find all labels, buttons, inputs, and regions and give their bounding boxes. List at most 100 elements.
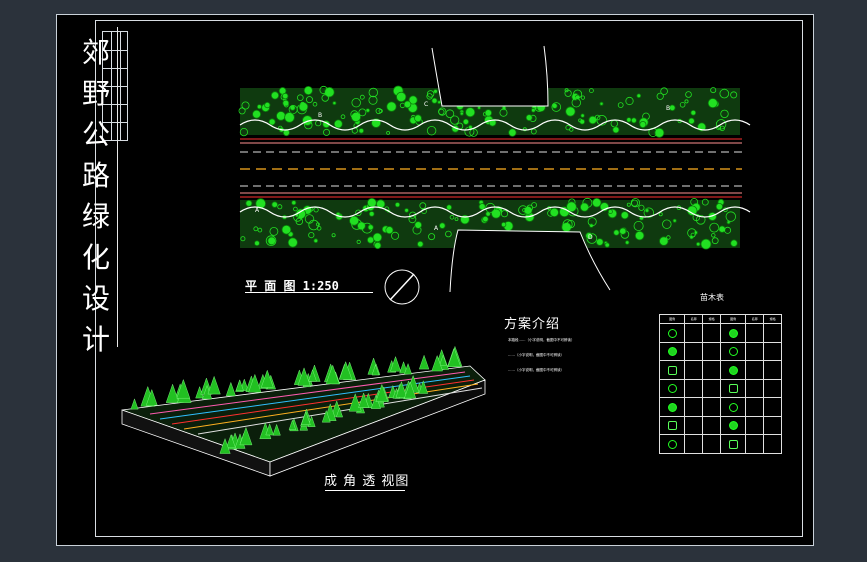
- scheme-paragraph: ……（小字说明，截图中不可辨读）: [508, 353, 564, 357]
- tree-symbol: [375, 383, 389, 402]
- shrub-symbol: [403, 100, 412, 109]
- shrub-symbol: [340, 114, 346, 119]
- shrub-symbol: [660, 87, 668, 95]
- shrub-symbol: [426, 93, 433, 100]
- shrub-symbol: [356, 239, 361, 244]
- shrub-symbol: [359, 94, 365, 100]
- shrub-symbol: [491, 208, 502, 219]
- perspective-view-underline: [325, 490, 405, 491]
- shrub-symbol: [596, 115, 608, 126]
- scheme-description: 本路段……（小字说明，截图中不可辨读） ……（小字说明，截图中不可辨读） ……（…: [500, 336, 650, 381]
- shrub-symbol: [391, 231, 400, 240]
- table-header-cell: 名称: [684, 313, 704, 325]
- shrub-symbol: [573, 89, 583, 99]
- tree-symbol: [395, 381, 408, 398]
- shrub-symbol: [426, 90, 435, 98]
- scheme-paragraph: 本路段……（小字说明，截图中不可辨读）: [508, 338, 575, 342]
- shrub-symbol: [499, 108, 508, 117]
- tree-symbol: [219, 438, 231, 454]
- shrub-symbol: [267, 236, 277, 246]
- tree-symbol: [358, 392, 370, 408]
- plant-legend-icon: [728, 402, 738, 412]
- plant-legend-icon: [728, 439, 738, 449]
- shrub-symbol: [630, 198, 641, 208]
- shrub-symbol: [386, 101, 397, 112]
- shrub-symbol: [287, 237, 298, 248]
- shrub-symbol: [696, 241, 701, 247]
- shrub-symbol: [386, 130, 391, 135]
- shrub-symbol: [695, 215, 706, 225]
- shrub-symbol: [620, 211, 629, 220]
- shrub-symbol: [281, 224, 292, 235]
- shrub-symbol: [349, 215, 360, 226]
- tree-symbol: [145, 388, 158, 406]
- shrub-symbol: [454, 217, 459, 222]
- table-row: [658, 415, 782, 436]
- shrub-symbol: [253, 226, 259, 232]
- shrub-symbol: [719, 125, 725, 132]
- tree-symbol: [248, 373, 262, 393]
- shrub-symbol: [662, 219, 672, 229]
- shrub-symbol: [730, 91, 738, 99]
- shrub-symbol: [332, 101, 337, 106]
- shrub-symbol: [426, 125, 437, 136]
- shrub-symbol: [264, 102, 271, 109]
- shrub-symbol: [368, 95, 378, 105]
- shrub-symbol: [599, 101, 604, 106]
- shrub-symbol: [367, 224, 374, 231]
- shrub-symbol: [482, 215, 489, 223]
- shrub-symbol: [592, 197, 602, 208]
- tree-symbol: [265, 423, 274, 436]
- tree-symbol: [418, 354, 430, 370]
- shrub-symbol: [358, 108, 367, 117]
- shrub-symbol: [626, 202, 631, 207]
- shrub-symbol: [358, 128, 364, 134]
- shrub-symbol: [374, 241, 382, 250]
- scheme-title: 方案介绍: [504, 317, 561, 332]
- shrub-symbol: [700, 238, 712, 250]
- plant-legend-icon: [728, 384, 738, 394]
- shrub-symbol: [288, 105, 298, 115]
- shrub-symbol: [580, 95, 586, 100]
- scheme-paragraph: ……（小字说明，截图中不可辨读）: [508, 368, 564, 372]
- shrub-symbol: [639, 121, 647, 129]
- shrub-symbol: [431, 97, 438, 104]
- shrub-symbol: [368, 87, 379, 98]
- shrub-symbol: [658, 212, 663, 217]
- side-road-bottom: [449, 229, 611, 293]
- shrub-symbol: [626, 117, 632, 123]
- shrub-symbol: [296, 94, 304, 101]
- title-block: [102, 31, 128, 141]
- title-char: 野: [81, 77, 110, 110]
- shrub-symbol: [525, 114, 533, 121]
- tree-symbol: [207, 375, 221, 395]
- shrub-symbol: [604, 242, 610, 248]
- plant-legend-icon: [667, 421, 677, 431]
- shrub-symbol: [438, 107, 447, 116]
- shrub-symbol: [672, 218, 677, 223]
- shrub-symbol: [396, 91, 407, 103]
- shrub-symbol: [690, 110, 697, 116]
- title-char: 路: [81, 159, 110, 192]
- tree-symbol: [418, 380, 429, 394]
- tree-symbol: [339, 361, 353, 380]
- title-divider-line: [117, 27, 118, 347]
- tree-symbol: [225, 381, 236, 397]
- shrub-symbol: [711, 237, 719, 245]
- shrub-symbol: [459, 111, 464, 116]
- shrub-symbol: [254, 240, 260, 247]
- plant-table-caption: 苗木表: [700, 293, 724, 302]
- shrub-symbol: [284, 112, 295, 123]
- shrub-symbol: [298, 102, 309, 112]
- tree-symbol: [371, 364, 380, 376]
- shrub-symbol: [562, 219, 573, 230]
- title-block-divider: [103, 50, 127, 51]
- shrub-symbol: [445, 109, 455, 118]
- shrub-symbol: [293, 206, 298, 212]
- tree-symbol: [165, 383, 180, 403]
- meander-path-bottom: [239, 206, 751, 218]
- zone-marker: C: [424, 101, 428, 108]
- shrub-symbol: [625, 240, 630, 245]
- plant-legend-icon: [667, 402, 677, 412]
- tree-symbol: [272, 423, 281, 436]
